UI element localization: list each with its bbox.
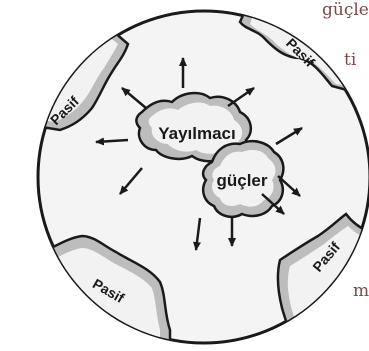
label-expansionist-line2: güçler bbox=[216, 171, 267, 190]
text-fragment-m: m bbox=[353, 281, 369, 301]
arrow-right-upper bbox=[275, 126, 303, 146]
label-expansionist-line1: Yayılmacı bbox=[158, 124, 236, 143]
arrow-right bbox=[277, 175, 301, 197]
expansionist-blob-right bbox=[201, 140, 285, 218]
arrow-lower-left bbox=[119, 167, 143, 195]
arrow-left bbox=[95, 137, 129, 146]
arrow-upper-right bbox=[227, 86, 255, 108]
text-fragment-gucle: güçle- bbox=[322, 0, 369, 20]
expansionist-blob-left bbox=[135, 91, 253, 163]
arrow-upper-left bbox=[121, 87, 147, 109]
expansion-arrows bbox=[95, 57, 303, 251]
arrow-down-left bbox=[193, 217, 202, 251]
text-fragment-ti: ti bbox=[344, 50, 357, 70]
arrow-lower-right bbox=[261, 193, 285, 215]
